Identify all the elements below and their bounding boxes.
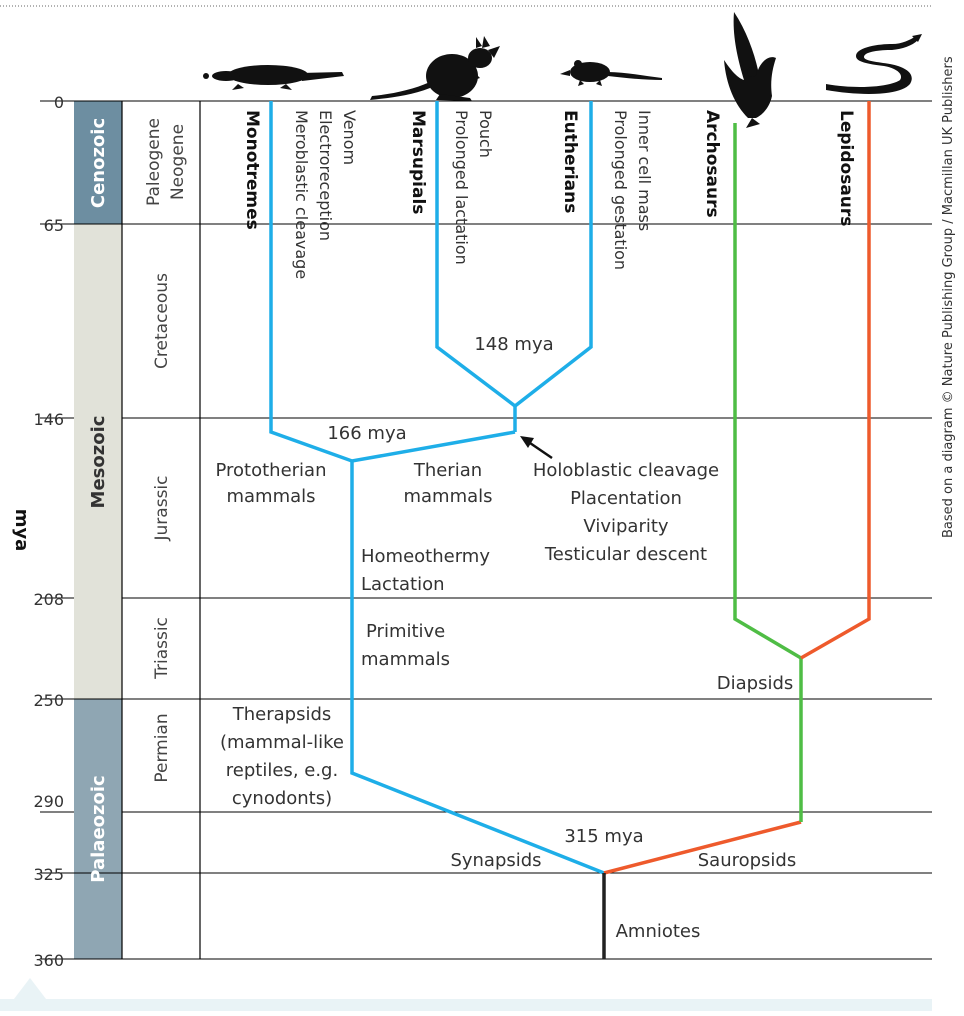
- animal-silhouettes: [203, 12, 922, 128]
- era-label-palaeozoic: Palaeozoic: [88, 775, 109, 882]
- tick-250: 250: [33, 691, 64, 710]
- era-band-palaeozoic: [74, 699, 122, 959]
- label-diapsids: Diapsids: [717, 673, 794, 694]
- label-315-mya: 315 mya: [564, 826, 643, 847]
- branch-marsupial-eutherian: [435, 101, 593, 409]
- credit-text: Based on a diagram © Nature Publishing G…: [941, 56, 956, 538]
- snake-icon: [826, 34, 922, 94]
- trait-electroreception: Electroreception: [316, 110, 335, 241]
- branch-lepidosaur: [800, 101, 871, 660]
- footer-notch: [14, 978, 46, 999]
- shrew-icon: [560, 60, 662, 86]
- axis-label: mya: [11, 509, 32, 552]
- period-label-paleogene: Paleogene: [144, 118, 164, 206]
- kangaroo-icon: [370, 36, 500, 101]
- label-synapsids: Synapsids: [450, 850, 541, 871]
- period-label-cretaceous: Cretaceous: [152, 273, 172, 369]
- period-label-neogene: Neogene: [168, 124, 188, 200]
- annotations: 148 mya 166 mya 315 mya Prototherian mam…: [215, 334, 796, 942]
- tick-146: 146: [33, 410, 64, 429]
- label-therapsids-3: reptiles, e.g.: [226, 760, 338, 781]
- trait-inner-cell-mass: Inner cell mass: [635, 110, 654, 231]
- taxon-names: Monotremes Marsupials Eutherians Archosa…: [242, 110, 856, 230]
- label-holoblastic-3: Viviparity: [583, 516, 668, 537]
- arrow-line: [529, 441, 553, 460]
- tick-0: 0: [54, 93, 64, 112]
- era-band-cenozoic: [74, 101, 122, 224]
- trait-prolonged-lactation: Prolonged lactation: [452, 110, 471, 265]
- label-holoblastic-4: Testicular descent: [544, 544, 707, 565]
- tick-208: 208: [33, 590, 64, 609]
- tick-290: 290: [33, 792, 64, 811]
- label-primitive-2: mammals: [361, 649, 450, 670]
- taxon-eutherians: Eutherians: [560, 110, 580, 213]
- branch-sauropsid: [603, 820, 802, 875]
- period-label-jurassic: Jurassic: [152, 476, 172, 542]
- branch-monotreme: [269, 101, 516, 463]
- tick-325: 325: [33, 865, 64, 884]
- sauropsid-branches: [603, 101, 871, 875]
- trait-lists: Venom Electroreception Meroblastic cleav…: [292, 110, 654, 279]
- tick-65: 65: [44, 216, 64, 235]
- time-gridlines: [40, 100, 932, 960]
- label-holoblastic-2: Placentation: [570, 488, 682, 509]
- mammal-branches: [269, 101, 605, 875]
- label-148-mya: 148 mya: [474, 334, 553, 355]
- trait-prolonged-gestation: Prolonged gestation: [611, 110, 630, 270]
- label-amniotes: Amniotes: [616, 921, 701, 942]
- label-therian-2: mammals: [403, 486, 492, 507]
- era-label-cenozoic: Cenozoic: [88, 118, 109, 208]
- bird-icon: [724, 12, 776, 128]
- trait-venom: Venom: [340, 110, 359, 165]
- branch-archosaur: [733, 123, 802, 660]
- period-label-permian: Permian: [152, 713, 172, 782]
- label-lactation: Lactation: [361, 574, 445, 595]
- label-therian-1: Therian: [413, 460, 482, 481]
- taxon-lepidosaurs: Lepidosaurs: [836, 110, 856, 226]
- trait-pouch: Pouch: [476, 110, 495, 158]
- label-holoblastic-1: Holoblastic cleavage: [533, 460, 719, 481]
- label-primitive-1: Primitive: [366, 621, 445, 642]
- era-band-mesozoic: [74, 224, 122, 699]
- taxon-archosaurs: Archosaurs: [702, 110, 722, 218]
- arrow-pointer: [520, 436, 553, 460]
- trait-meroblastic: Meroblastic cleavage: [292, 110, 311, 279]
- taxon-monotremes: Monotremes: [242, 110, 262, 230]
- label-prototherian-2: mammals: [226, 486, 315, 507]
- label-therapsids-2: (mammal-like: [220, 732, 344, 753]
- label-sauropsids: Sauropsids: [698, 850, 797, 871]
- era-labels: Cenozoic Mesozoic Palaeozoic: [88, 118, 109, 883]
- era-label-mesozoic: Mesozoic: [88, 416, 109, 509]
- arrow-head-icon: [520, 436, 534, 448]
- footer-strip: [0, 999, 932, 1011]
- axis-ticks: 0 65 146 208 250 290 325 360: [33, 93, 64, 970]
- period-labels: Paleogene Neogene Cretaceous Jurassic Tr…: [144, 118, 188, 783]
- footer-band: [0, 978, 932, 1011]
- branch-synapsid: [350, 461, 605, 875]
- taxon-marsupials: Marsupials: [408, 110, 428, 214]
- label-therapsids-1: Therapsids: [232, 704, 332, 725]
- label-homeothermy: Homeothermy: [361, 546, 490, 567]
- label-prototherian-1: Prototherian: [215, 460, 326, 481]
- platypus-icon: [203, 65, 344, 90]
- label-therapsids-4: cynodonts): [232, 788, 332, 809]
- tick-360: 360: [33, 951, 64, 970]
- period-label-triassic: Triassic: [152, 617, 172, 680]
- label-166-mya: 166 mya: [327, 423, 406, 444]
